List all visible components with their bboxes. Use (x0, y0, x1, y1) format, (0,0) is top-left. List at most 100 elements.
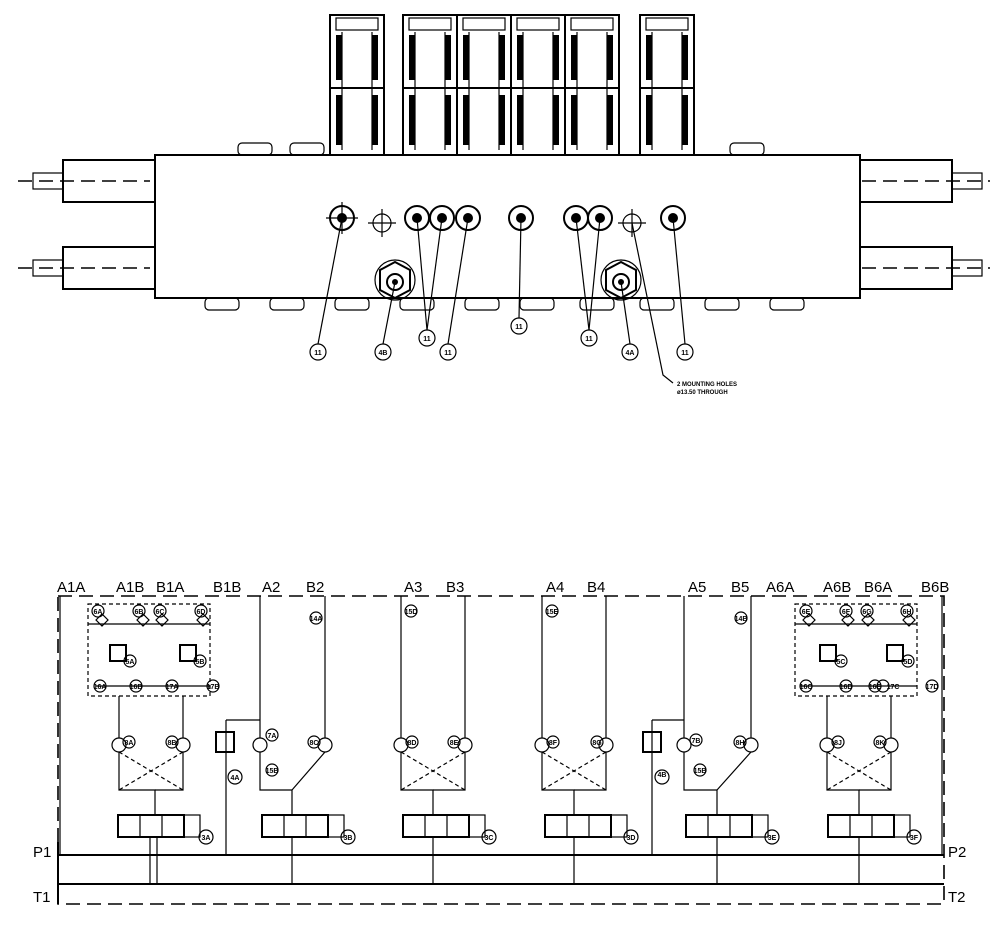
port-label-b1a: B1A (156, 579, 184, 596)
valve-callouts: 3A 3B 3C 3D 3E 3F (198, 829, 922, 845)
valve-3a (117, 814, 185, 838)
callout-14b: 14B (735, 616, 748, 623)
callout-11: 11 (585, 336, 593, 343)
port-label-b6b: B6B (921, 579, 949, 596)
mounting-note-line-1: 2 MOUNTING HOLES (677, 382, 737, 388)
valve-3b (261, 814, 329, 838)
solenoid-coil (510, 14, 566, 156)
callout-15d: 15D (405, 609, 418, 616)
manifold-assembly-view: 11 11 11 11 11 11 4B 4A 2 MOUNTING HOLES… (18, 14, 990, 396)
callout-6b: 6B (135, 609, 144, 616)
pressure-tank-lines: P1 P2 T1 T2 (33, 842, 966, 906)
callout-4a: 4A (626, 350, 635, 357)
callout-17b: 17B (207, 684, 220, 691)
callout-6h: 6H (903, 609, 912, 616)
solenoid-coils (329, 14, 695, 156)
callout-11: 11 (423, 336, 431, 343)
callout-3b: 3B (344, 835, 353, 842)
port-label-a5: A5 (688, 579, 706, 596)
port-label-a3: A3 (404, 579, 422, 596)
supply-label-t1: T1 (33, 889, 51, 906)
callout-7b: 7B (692, 738, 701, 745)
port-label-a4: A4 (546, 579, 564, 596)
solenoid-coil (564, 14, 620, 156)
callout-3a: 3A (202, 835, 211, 842)
check-callouts: 8A 8B 8C 8D 8E 8F 8G 8H 8J 8K (122, 735, 887, 749)
callout-11: 11 (444, 350, 452, 357)
station-3 (393, 596, 486, 884)
callout-16d: 16D (840, 684, 853, 691)
callout-4a: 4A (231, 775, 240, 782)
callout-7a: 7A (268, 733, 277, 740)
cavity-ports (326, 202, 686, 301)
callout-16c: 16C (800, 684, 813, 691)
station-6 (794, 596, 943, 884)
callout-8b: 8B (168, 740, 177, 747)
callout-3c: 3C (485, 835, 494, 842)
misc-callouts: 14A 15D 15E 14B 7A 7B 15B 15B 5A 5B 5C 5… (91, 604, 939, 777)
port-label-b6a: B6A (864, 579, 892, 596)
solenoid-coil (402, 14, 458, 156)
relief-valve-4b (374, 259, 416, 301)
valve-3e (685, 814, 753, 838)
station-2 (215, 596, 345, 884)
callout-15e: 15E (546, 609, 559, 616)
callout-16e: 16E (869, 684, 882, 691)
callout-5a: 5A (126, 659, 135, 666)
supply-label-t2: T2 (948, 889, 966, 906)
callout-6f: 6F (842, 609, 851, 616)
callout-11: 11 (314, 350, 322, 357)
callout-14a: 14A (310, 616, 323, 623)
port-label-a6a: A6A (766, 579, 794, 596)
callout-6g: 6G (862, 609, 872, 616)
callout-8c: 8C (310, 740, 319, 747)
callout-8e: 8E (450, 740, 459, 747)
supply-label-p2: P2 (948, 844, 966, 861)
callout-bubbles: 11 11 11 11 11 11 4B 4A (309, 317, 694, 361)
valve-3c (402, 814, 470, 838)
callout-8f: 8F (549, 740, 558, 747)
manifold-block (154, 154, 861, 299)
callout-3e: 3E (768, 835, 777, 842)
callout-15b: 15B (694, 768, 707, 775)
callout-17c: 17C (887, 684, 900, 691)
port-label-b2: B2 (306, 579, 324, 596)
callout-5b: 5B (196, 659, 205, 666)
callout-17a: 17A (166, 684, 179, 691)
port-label-b4: B4 (587, 579, 605, 596)
port-label-a1a: A1A (57, 579, 85, 596)
port-label-a2: A2 (262, 579, 280, 596)
callout-6a: 6A (94, 609, 103, 616)
port-label-b5: B5 (731, 579, 749, 596)
callout-4b: 4B (379, 350, 388, 357)
callout-8k: 8K (876, 740, 885, 747)
valve-3d (544, 814, 612, 838)
callout-4b: 4B (658, 772, 667, 779)
callout-8a: 8A (125, 740, 134, 747)
callout-16a: 16A (94, 684, 107, 691)
port-plugs (204, 142, 805, 311)
callout-6c: 6C (156, 609, 165, 616)
solenoid-coil (329, 14, 385, 156)
callout-17d: 17D (926, 684, 939, 691)
relief-valve-4a (600, 259, 642, 301)
callout-8d: 8D (408, 740, 417, 747)
callout-16b: 16B (130, 684, 143, 691)
port-label-a6b: A6B (823, 579, 851, 596)
hydraulic-schematic: A1A A1B B1A B1B A2 B2 A3 B3 A4 B4 A5 B5 … (33, 579, 966, 906)
callout-8g: 8G (592, 740, 602, 747)
valve-3f (827, 814, 895, 838)
mounting-note-line-2: ø13.50 THROUGH (677, 390, 728, 396)
callout-15b: 15B (266, 768, 279, 775)
solenoid-coil (639, 14, 695, 156)
callout-8j: 8J (834, 740, 842, 747)
station-1 (59, 596, 211, 884)
solenoid-coil (456, 14, 512, 156)
leader-lines (317, 217, 686, 384)
station-5 (642, 596, 769, 884)
callout-11: 11 (515, 324, 523, 331)
station-4 (534, 596, 628, 884)
callout-3d: 3D (627, 835, 636, 842)
callout-5c: 5C (837, 659, 846, 666)
